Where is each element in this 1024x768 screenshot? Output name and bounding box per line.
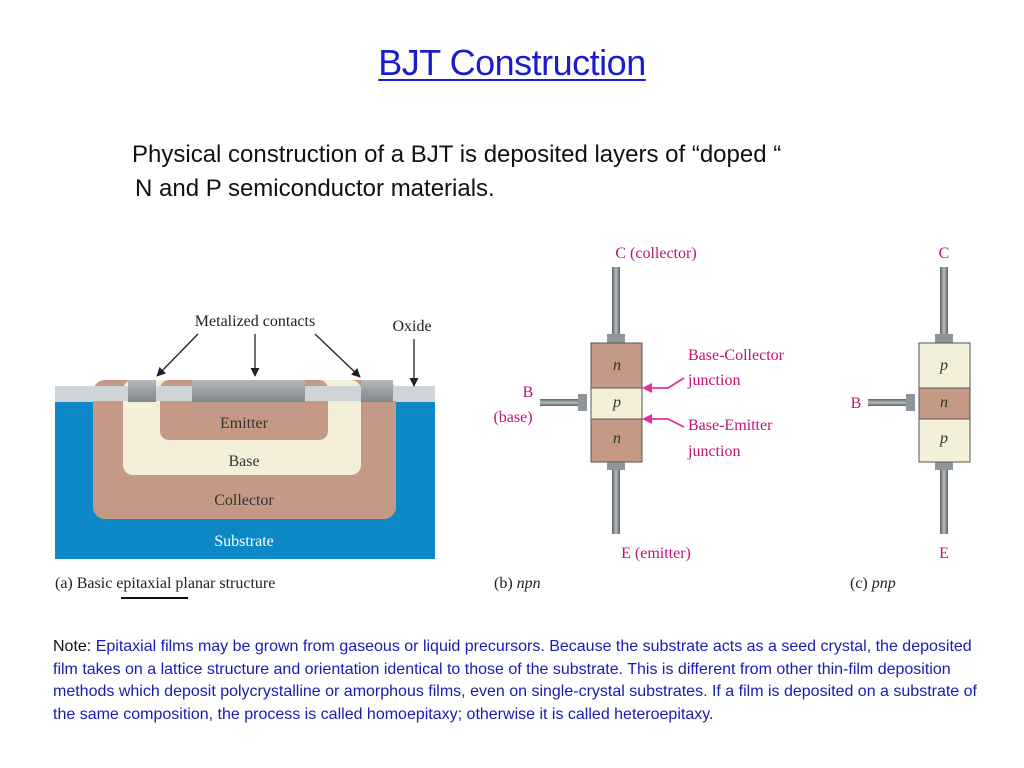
- note-paragraph: Note: Epitaxial films may be grown from …: [53, 636, 988, 726]
- emitter-lead: [612, 468, 620, 534]
- collector-lead-cap: [607, 334, 625, 343]
- note-text: Epitaxial films may be grown from gaseou…: [53, 638, 977, 723]
- arrow-metal-right: [314, 333, 361, 378]
- pnp-layer-n-mid: [918, 387, 971, 420]
- pnp-emitter-lead: [940, 468, 948, 534]
- be-junction-label-2: junction: [687, 443, 740, 460]
- figure-a-epitaxial-structure: Metalized contacts Oxide Emitter Base Co…: [55, 313, 435, 599]
- bjt-figures: Metalized contacts Oxide Emitter Base Co…: [55, 245, 971, 599]
- figure-a-caption: (a) Basic epitaxial planar structure: [55, 575, 275, 592]
- emitter-label: Emitter: [220, 415, 269, 432]
- base-lead-cap: [578, 394, 587, 411]
- npn-n-bot-label: n: [613, 430, 621, 447]
- pnp-base-lead: [868, 399, 910, 406]
- figure-b-caption: (b) npn: [494, 575, 541, 592]
- pnp-p-bot-label: p: [939, 430, 948, 447]
- bc-junction-arrowhead: [642, 383, 652, 393]
- intro-line-1: Physical construction of a BJT is deposi…: [132, 141, 782, 168]
- be-junction-label-1: Base-Emitter: [688, 417, 773, 434]
- arrow-metal-left: [156, 333, 199, 377]
- pnp-base-label: B: [851, 395, 862, 412]
- pnp-emitter-label: E: [939, 545, 949, 562]
- intro-text: Physical construction of a BJT is deposi…: [132, 138, 932, 206]
- pnp-layer-p-bot: [918, 418, 971, 463]
- npn-base-sub-label: (base): [493, 409, 532, 426]
- pnp-collector-label: C: [939, 245, 950, 262]
- oxide-label: Oxide: [392, 318, 431, 335]
- slide-title: BJT Construction: [378, 42, 646, 83]
- be-junction-arrowhead: [642, 414, 652, 424]
- pnp-collector-lead: [940, 267, 948, 337]
- figure-c-caption: (c) pnp: [850, 575, 896, 592]
- pnp-n-mid-label: n: [940, 394, 948, 411]
- metalized-contacts-label: Metalized contacts: [195, 313, 315, 330]
- bc-junction-arrow: [650, 377, 685, 389]
- metal-contact-left: [128, 380, 156, 402]
- npn-layer-n-top: [590, 342, 643, 389]
- metal-contact-right: [361, 380, 393, 402]
- bc-junction-label-2: junction: [687, 372, 740, 389]
- note-label: Note:: [53, 638, 92, 655]
- npn-collector-label: C (collector): [615, 245, 696, 262]
- base-label: Base: [228, 453, 259, 470]
- npn-base-label: B: [523, 384, 534, 401]
- base-lead: [540, 399, 582, 406]
- substrate-label: Substrate: [214, 533, 274, 550]
- intro-line-2: N and P semiconductor materials.: [135, 175, 495, 202]
- npn-layer-n-bot: [590, 418, 643, 463]
- bc-junction-label-1: Base-Collector: [688, 347, 785, 364]
- metal-contact-center: [192, 380, 305, 402]
- collector-lead: [612, 267, 620, 337]
- npn-p-mid-label: p: [612, 394, 621, 411]
- emitter-lead-cap: [607, 461, 625, 470]
- figure-b-npn: n p n C (collector) E (emitter) B (base)…: [493, 245, 784, 592]
- be-junction-arrow: [650, 418, 685, 428]
- pnp-emitter-lead-cap: [935, 461, 953, 470]
- pnp-base-lead-cap: [906, 394, 915, 411]
- npn-layer-p-mid: [590, 387, 643, 420]
- figure-c-pnp: p n p C E B (c) pnp: [850, 245, 971, 592]
- npn-emitter-label: E (emitter): [621, 545, 691, 562]
- pnp-layer-p-top: [918, 342, 971, 389]
- collector-label: Collector: [214, 492, 274, 509]
- pnp-p-top-label: p: [939, 357, 948, 374]
- npn-n-top-label: n: [613, 357, 621, 374]
- pnp-collector-lead-cap: [935, 334, 953, 343]
